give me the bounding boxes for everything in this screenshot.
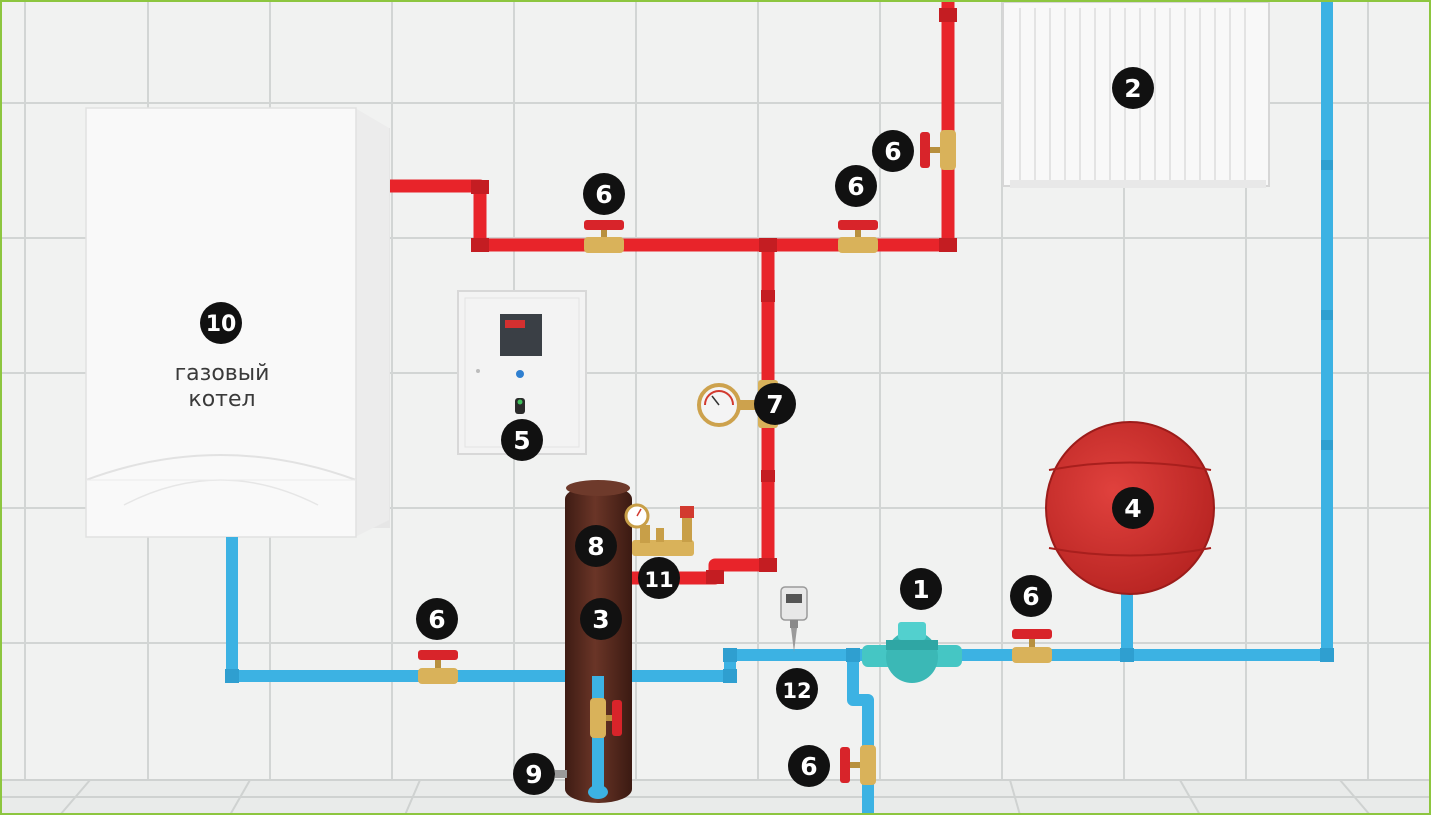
ball-valve-icon: [838, 220, 878, 230]
marker-number: 2: [1124, 74, 1141, 103]
marker-circle: [580, 598, 622, 640]
marker-circle: [583, 173, 625, 215]
return-fittings: [225, 160, 1334, 683]
marker-circle: [835, 165, 877, 207]
marker-circle: [788, 745, 830, 787]
marker-number: 6: [800, 752, 817, 781]
marker-circle: [1112, 67, 1154, 109]
marker-control-cabinet: 5: [501, 419, 543, 461]
marker-boiler: 10: [200, 302, 242, 344]
marker-circle: [501, 419, 543, 461]
marker-number: 9: [525, 760, 542, 789]
marker-number: 7: [766, 390, 783, 419]
supply-fittings: [471, 8, 957, 584]
marker-tank: 3: [580, 598, 622, 640]
marker-thermostat: 12: [776, 668, 818, 710]
ball-valve-icon: [584, 220, 624, 230]
marker-number: 1: [912, 575, 929, 604]
marker-valve-supply-right: 6: [835, 165, 877, 207]
thermostat: [780, 586, 808, 652]
marker-number: 6: [428, 605, 445, 634]
marker-number: 3: [592, 605, 609, 634]
ball-valve: [1012, 629, 1052, 663]
ball-valve-icon: [612, 700, 622, 736]
marker-circle: [872, 130, 914, 172]
ball-valve: [840, 745, 876, 785]
marker-number: 4: [1124, 494, 1141, 523]
ball-valve-icon: [1012, 629, 1052, 639]
ball-valve: [590, 698, 622, 738]
marker-circle: [416, 598, 458, 640]
circulation-pump: [862, 622, 962, 683]
marker-circle: [754, 383, 796, 425]
marker-radiator: 2: [1112, 67, 1154, 109]
marker-number: 6: [884, 137, 901, 166]
marker-circle: [638, 557, 680, 599]
marker-valve-return-left: 6: [416, 598, 458, 640]
marker-circle: [900, 568, 942, 610]
marker-valve-radiator: 6: [872, 130, 914, 172]
marker-circle: [776, 668, 818, 710]
ball-valve-icon: [418, 650, 458, 660]
boiler-label-line2: котел: [188, 387, 256, 412]
ball-valve-icon: [840, 747, 850, 783]
marker-circle: [575, 525, 617, 567]
marker-number: 6: [595, 180, 612, 209]
marker-pump: 1: [900, 568, 942, 610]
marker-circle: [1010, 575, 1052, 617]
marker-number: 6: [847, 172, 864, 201]
ball-valve-icon: [920, 132, 930, 168]
marker-number: 5: [513, 426, 530, 455]
thermostat-icon: [786, 594, 802, 603]
ball-valve: [920, 130, 956, 170]
marker-tank-heater: 8: [575, 525, 617, 567]
marker-number: 12: [782, 679, 811, 703]
marker-valve-drain: 6: [788, 745, 830, 787]
marker-valve-supply-left: 6: [583, 173, 625, 215]
marker-valve-return-right: 6: [1010, 575, 1052, 617]
marker-safety-group: 11: [638, 557, 680, 599]
marker-number: 10: [206, 312, 237, 337]
ball-valve: [418, 650, 458, 684]
marker-number: 8: [587, 532, 604, 561]
marker-circle: [513, 753, 555, 795]
floor: [0, 779, 1431, 815]
ball-valve: [838, 220, 878, 253]
marker-expansion-vessel: 4: [1112, 487, 1154, 529]
safety-group: [624, 503, 694, 556]
marker-number: 6: [1022, 582, 1039, 611]
marker-number: 11: [644, 568, 673, 592]
boiler-label-line1: газовый: [174, 361, 270, 386]
ball-valve: [584, 220, 624, 253]
marker-circle: [1112, 487, 1154, 529]
marker-tank-drain: 9: [513, 753, 555, 795]
marker-thermomanometer: 7: [754, 383, 796, 425]
